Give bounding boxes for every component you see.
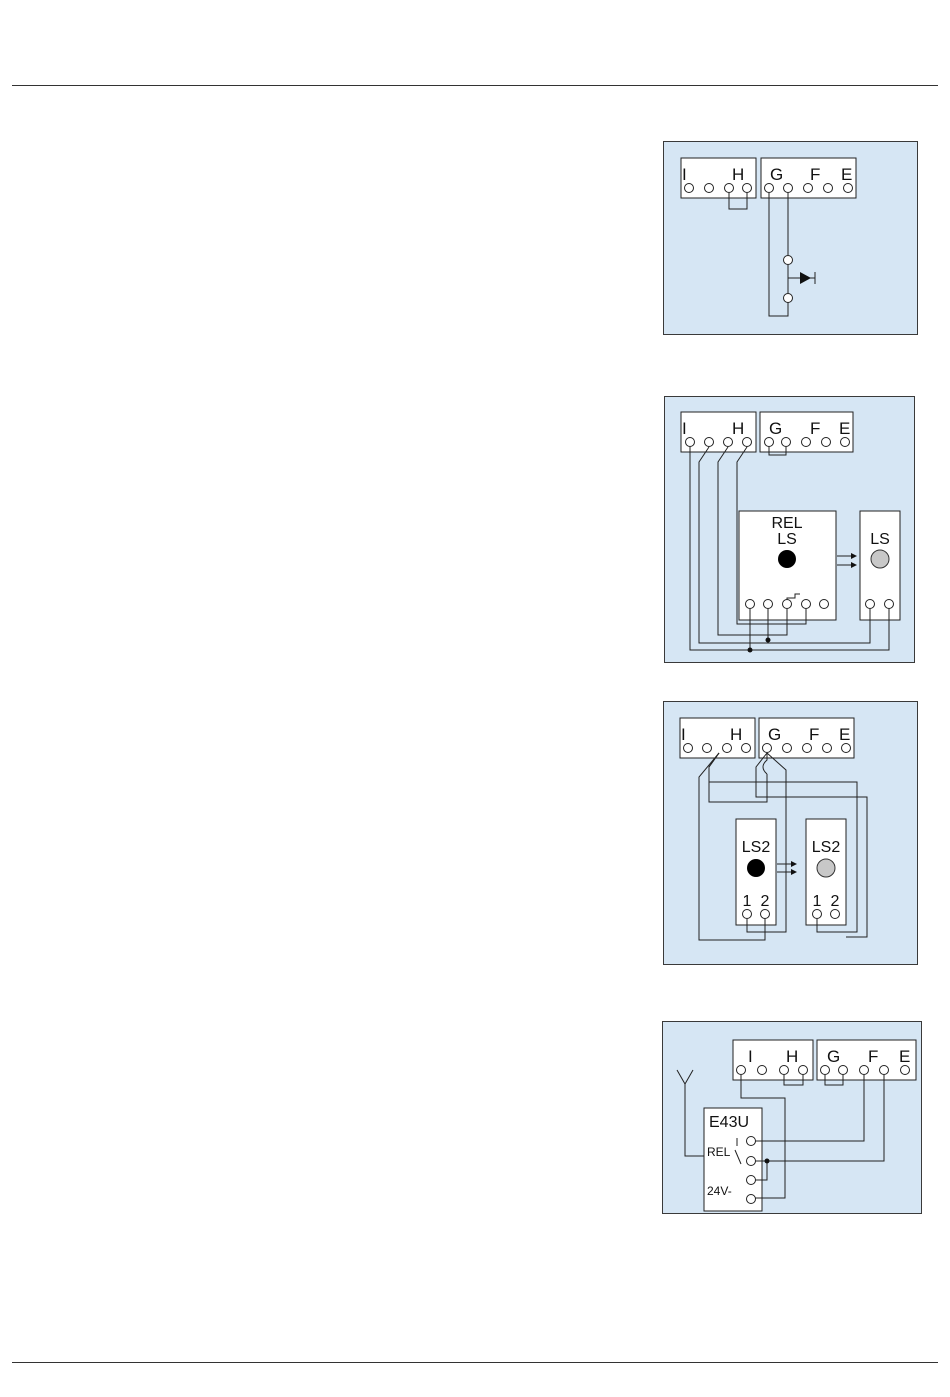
junction-dot [748,648,753,653]
antenna-icon [677,1070,693,1084]
junction-dot [766,638,771,643]
terminal-label-i: I [682,165,687,184]
top-rule [12,85,938,86]
terminal-label-i: I [682,419,687,438]
terminal-label-f: F [810,419,820,438]
sensor-terminal-bottom [784,294,793,303]
right-pin-2: 2 [831,893,840,910]
relay-label-1: REL [771,515,802,532]
left-pin-1: 1 [743,893,752,910]
terminal-label-e: E [839,419,850,438]
terminal-label-h: H [730,725,742,744]
diagram-3-panel: I H G F E LS2 LS2 1 2 1 2 [663,701,918,965]
diagram-2-panel: I H G F E REL LS LS [664,396,915,663]
ls-lamp-off [871,550,889,568]
relay-lamp-on [778,550,796,568]
terminal-label-f: F [868,1047,878,1066]
terminal-label-h: H [732,165,744,184]
antenna-wire [685,1084,704,1156]
terminal-label-g: G [768,725,781,744]
diagram-4-panel: I H G F E E43U REL 24V- [662,1021,922,1214]
diagram-1-svg: I H G F E [664,142,919,336]
bottom-rule [12,1362,938,1363]
terminal-label-g: G [769,419,782,438]
terminal-label-f: F [809,725,819,744]
diagram-3-svg: I H G F E LS2 LS2 1 2 1 2 [664,702,919,966]
sensor-terminal-top [784,256,793,265]
right-pin-1: 1 [813,893,822,910]
ls2-left-label: LS2 [742,839,771,856]
terminal-label-e: E [841,165,852,184]
diagram-4-svg: I H G F E E43U REL 24V- [663,1022,923,1215]
ls2-right-label: LS2 [812,839,841,856]
terminal-label-h: H [786,1047,798,1066]
terminal-label-i: I [748,1047,753,1066]
terminal-label-e: E [839,725,850,744]
diagram-2-svg: I H G F E REL LS LS [665,397,916,664]
left-pin-2: 2 [761,893,770,910]
terminal-label-i: I [681,725,686,744]
wire-h2 [709,753,767,802]
signal-arrows [777,864,791,872]
terminal-label-f: F [810,165,820,184]
relay-label-2: LS [777,531,797,548]
diagram-1-panel: I H G F E [663,141,918,335]
power-label: 24V- [707,1184,732,1198]
terminal-label-e: E [899,1047,910,1066]
terminal-label-h: H [732,419,744,438]
junction-dot [765,1159,770,1164]
signal-arrows [837,556,851,565]
ls-label: LS [870,531,890,548]
diode-icon [800,272,811,284]
module-label: E43U [709,1114,749,1131]
ls2-right-lamp-off [817,859,835,877]
rel-label: REL [707,1145,731,1159]
terminal-label-g: G [770,165,783,184]
wire-f [751,1075,864,1141]
ls2-left-lamp-on [747,859,765,877]
terminal-label-g: G [827,1047,840,1066]
